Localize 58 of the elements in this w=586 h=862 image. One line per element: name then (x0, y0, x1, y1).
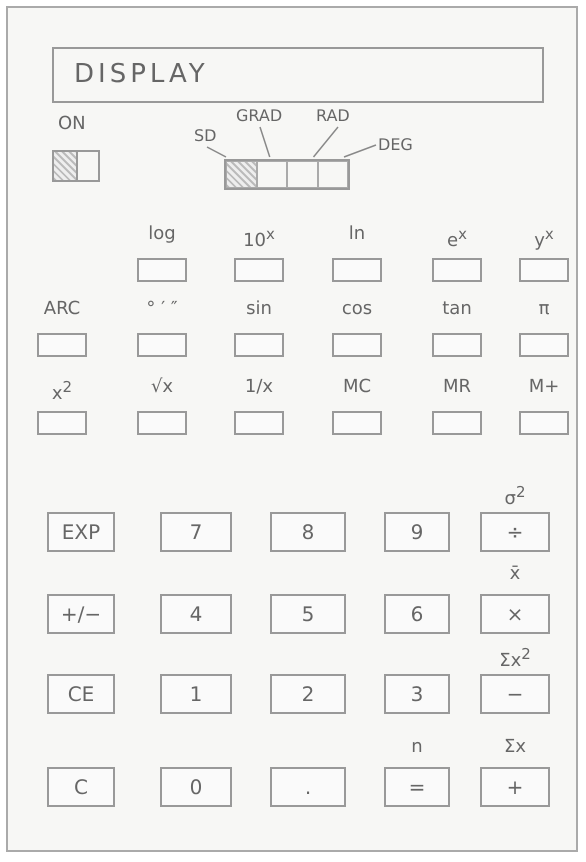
calculator-key: = (384, 767, 450, 807)
key-label: 1/x (244, 377, 274, 397)
key-label: ARC (42, 299, 82, 319)
mode-switch (224, 159, 350, 190)
calculator-key: ÷ (480, 512, 550, 552)
key-label: M+ (528, 377, 560, 397)
leader-line (312, 126, 339, 158)
key-label: MC (342, 377, 372, 397)
mode-label: GRAD (236, 106, 288, 128)
switch-position (256, 161, 287, 188)
mode-label: RAD (316, 106, 364, 128)
key-label: Σx (502, 737, 528, 757)
calculator-body (6, 6, 578, 852)
calculator-key: 1 (160, 674, 232, 714)
calculator-key: CE (47, 674, 115, 714)
leader-line (344, 144, 376, 158)
switch-label: ON (58, 114, 86, 134)
mode-label: DEG (378, 135, 426, 157)
calculator-key: . (270, 767, 346, 807)
switch-position (287, 161, 318, 188)
key-label: ° ′ ″ (145, 299, 179, 319)
key-label: x̄ (508, 564, 522, 584)
key-label: cos (340, 299, 374, 319)
calculator-key: × (480, 594, 550, 634)
key-label: π (538, 299, 550, 319)
key-label: MR (442, 377, 472, 397)
key-label: x$^{2}$ (50, 377, 74, 404)
mode-label: SD (194, 126, 224, 148)
key-label: n (410, 737, 424, 757)
leader-line (259, 126, 270, 158)
calculator-key: − (480, 674, 550, 714)
calculator-key: C (47, 767, 115, 807)
calculator-key: 6 (384, 594, 450, 634)
key-label: σ$^{2}$ (504, 482, 526, 509)
calculator-key: 9 (384, 512, 450, 552)
key-label: 10$^{x}$ (242, 224, 276, 251)
key-label: tan (441, 299, 473, 319)
calculator-key: EXP (47, 512, 115, 552)
key-label: e$^{x}$ (446, 224, 468, 251)
key-label: y$^{x}$ (533, 224, 555, 251)
leader-line (206, 146, 226, 158)
key-label: ln (348, 224, 366, 244)
calculator-key: 5 (270, 594, 346, 634)
calculator-key: +/− (47, 594, 115, 634)
calculator-key: 8 (270, 512, 346, 552)
key-label: sin (245, 299, 273, 319)
display-screen: DISPLAY (52, 47, 544, 103)
key-label: Σx$^{2}$ (498, 644, 532, 671)
key-label: √x (150, 377, 174, 397)
calculator-key: 3 (384, 674, 450, 714)
calculator-key: 2 (270, 674, 346, 714)
switch-position (226, 161, 256, 188)
switch-position (318, 161, 348, 188)
calculator-key: 4 (160, 594, 232, 634)
key-label: log (147, 224, 177, 244)
calculator-key: 0 (160, 767, 232, 807)
calculator-key: + (480, 767, 550, 807)
calculator-key: 7 (160, 512, 232, 552)
